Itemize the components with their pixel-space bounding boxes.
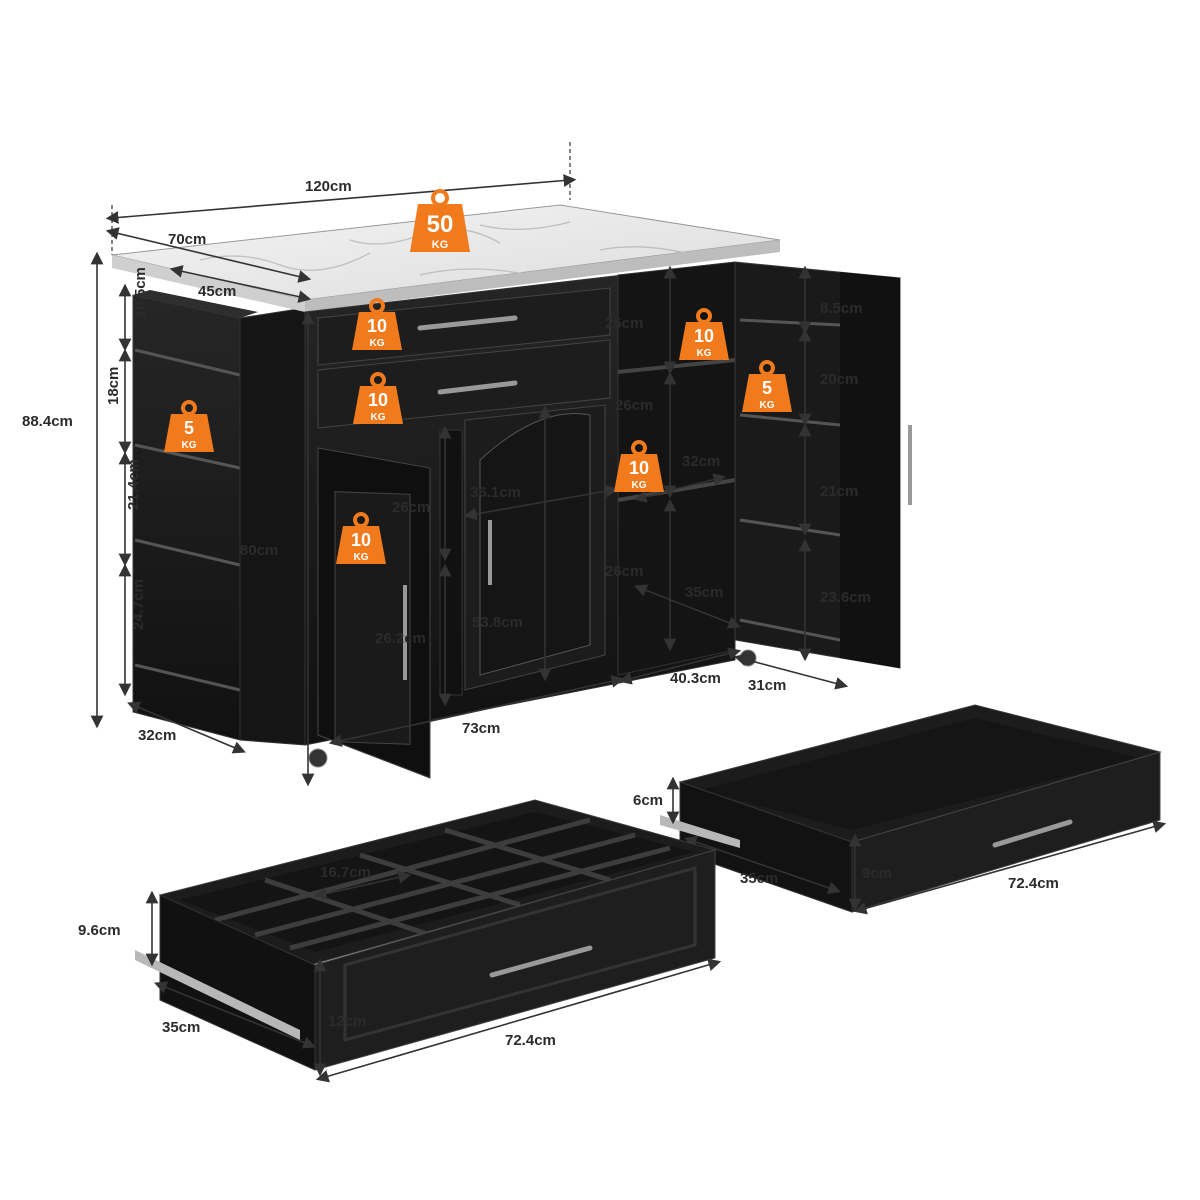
cabinet-shelf-lower-label: 26.2cm	[375, 630, 426, 647]
cabinet-inner-height-label: 53.8cm	[472, 614, 523, 631]
weight-unit: KG	[432, 239, 449, 251]
top-width-label: 120cm	[305, 178, 352, 195]
large-drawer-height-label: 6cm	[633, 792, 663, 809]
left-spice-rack	[132, 290, 258, 741]
open-shelf-depth-upper-label: 32cm	[682, 453, 720, 470]
divided-drawer-height-label: 9.6cm	[78, 922, 121, 939]
weight-value: 10	[694, 326, 714, 346]
weight-unit: KG	[697, 348, 712, 359]
weight-badge-right-rack: 5 KG	[742, 360, 792, 412]
divided-drawer-width-label: 72.4cm	[505, 1032, 556, 1049]
open-shelf-width-label: 40.3cm	[670, 670, 721, 687]
total-height-label: 88.4cm	[22, 413, 73, 430]
right-rack-level-3-label: 21cm	[820, 483, 858, 500]
weight-badge-cabinet: 10 KG	[336, 512, 386, 564]
weight-unit: KG	[182, 440, 197, 451]
weight-value: 5	[762, 378, 772, 398]
weight-value: 10	[368, 390, 388, 410]
weight-unit: KG	[370, 338, 385, 349]
large-drawer	[660, 704, 1167, 915]
weight-badge-open-shelf-top: 10 KG	[679, 308, 729, 360]
open-shelf-bottom-label: 26cm	[605, 563, 643, 580]
weight-value: 10	[629, 458, 649, 478]
rack-height-2-label: 18cm	[105, 367, 122, 405]
weight-unit: KG	[632, 480, 647, 491]
rack-height-1-label: 10.5cm	[132, 267, 149, 318]
caster-wheel	[308, 748, 328, 768]
open-shelf-depth-lower-label: 35cm	[685, 584, 723, 601]
cabinet-shelf-upper-label: 26cm	[392, 499, 430, 516]
weight-value: 10	[351, 530, 371, 550]
right-spice-rack-door[interactable]	[734, 261, 912, 669]
top-depth-label: 70cm	[168, 231, 206, 248]
divided-drawer-front-label: 12cm	[328, 1013, 366, 1030]
large-drawer-depth-label: 35cm	[740, 870, 778, 887]
weight-value: 10	[367, 316, 387, 336]
divided-drawer-depth-label: 35cm	[162, 1019, 200, 1036]
large-drawer-front-label: 9cm	[862, 865, 892, 882]
top-depth-base-label: 45cm	[198, 283, 236, 300]
weight-unit: KG	[371, 412, 386, 423]
cabinet-width-label: 73cm	[462, 720, 500, 737]
divided-drawer	[135, 799, 722, 1083]
drawer-handle[interactable]	[437, 380, 518, 395]
weight-unit: KG	[354, 552, 369, 563]
compartment-width-label: 16.7cm	[320, 864, 371, 881]
weight-badge-drawer-1: 10 KG	[352, 298, 402, 350]
right-rack-level-4-label: 23.6cm	[820, 589, 871, 606]
weight-badge-top: 50 KG	[410, 189, 470, 252]
rack-height-3-label: 21.4cm	[125, 459, 142, 510]
cabinet-inner-width-label: 36.1cm	[470, 484, 521, 501]
weight-value: 5	[184, 418, 194, 438]
cabinet-right-door[interactable]	[464, 404, 606, 691]
body-height-label: 80cm	[240, 542, 278, 559]
cabinet-left-door[interactable]	[317, 447, 431, 779]
left-rack-depth-label: 32cm	[138, 727, 176, 744]
drawer-handle[interactable]	[417, 315, 518, 331]
weight-badge-drawer-2: 10 KG	[353, 372, 403, 424]
right-rack-level-1-label: 8.5cm	[820, 300, 863, 317]
right-rack-depth-label: 31cm	[748, 677, 786, 694]
open-shelf-middle-label: 26cm	[615, 397, 653, 414]
weight-unit: KG	[760, 400, 775, 411]
large-drawer-width-label: 72.4cm	[1008, 875, 1059, 892]
weight-badge-open-shelf-mid: 10 KG	[614, 440, 664, 492]
weight-value: 50	[427, 211, 454, 238]
dimension-lines	[90, 142, 849, 787]
open-shelf-top-label: 25cm	[605, 315, 643, 332]
rack-height-4-label: 24.7cm	[130, 579, 147, 630]
weight-badge-left-rack: 5 KG	[164, 400, 214, 452]
right-rack-level-2-label: 20cm	[820, 371, 858, 388]
